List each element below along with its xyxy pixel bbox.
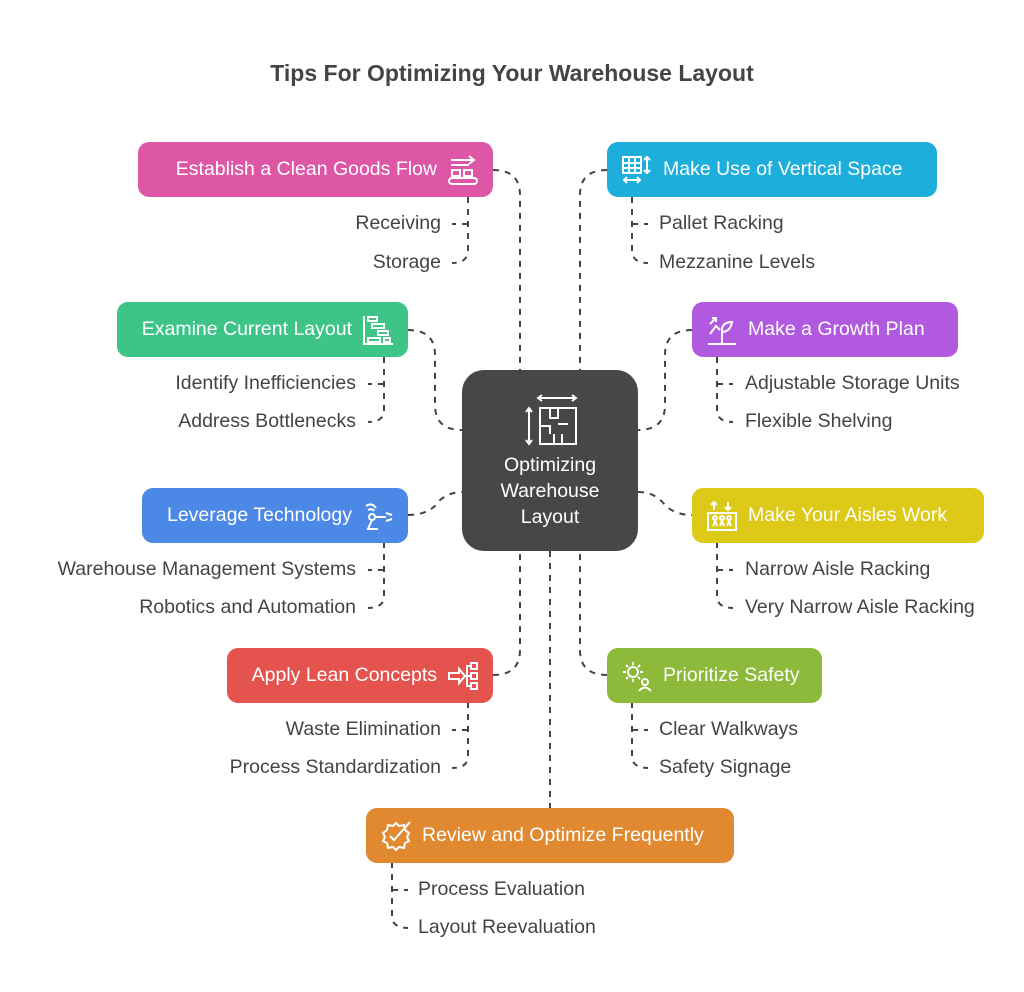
branch-label: Make Use of Vertical Space — [663, 158, 903, 180]
child-pallet-racking: Pallet Racking — [659, 212, 784, 234]
vertical-grid-icon — [622, 155, 651, 184]
lean-flow-icon — [448, 661, 478, 690]
conveyor-icon — [448, 154, 478, 185]
child-very-narrow-aisle: Very Narrow Aisle Racking — [745, 596, 975, 618]
connector-aisles — [637, 491, 693, 516]
child-safety-signage: Safety Signage — [659, 756, 792, 778]
warehouse-layout-icon — [525, 394, 578, 446]
branch-label: Make Your Aisles Work — [748, 504, 948, 526]
child-process-evaluation: Process Evaluation — [418, 878, 585, 900]
robot-arm-icon — [365, 502, 393, 530]
child-narrow-aisle: Narrow Aisle Racking — [745, 558, 931, 580]
child-process-standardization: Process Standardization — [229, 756, 441, 778]
branch-prioritize-safety: Prioritize Safety — [607, 648, 822, 703]
branch-lean-concepts: Apply Lean Concepts — [227, 648, 493, 703]
branch-label: Review and Optimize Frequently — [422, 824, 704, 846]
connector-growth — [637, 329, 693, 431]
center-line-3: Layout — [520, 506, 580, 528]
connector-vertical-space — [579, 169, 608, 370]
growth-plant-icon — [708, 316, 736, 345]
diagram-title: Tips For Optimizing Your Warehouse Layou… — [270, 60, 754, 86]
branch-goods-flow: Establish a Clean Goods Flow — [138, 142, 493, 197]
child-receiving: Receiving — [355, 212, 441, 234]
branch-label: Establish a Clean Goods Flow — [175, 158, 437, 180]
child-robotics: Robotics and Automation — [139, 596, 356, 618]
child-flexible-shelving: Flexible Shelving — [745, 410, 893, 432]
center-line-1: Optimizing — [503, 454, 597, 476]
connector-lean — [492, 551, 521, 676]
connector-examine — [407, 329, 463, 431]
branch-label: Leverage Technology — [166, 504, 352, 526]
branch-aisles-work: Make Your Aisles Work — [692, 488, 984, 543]
aisles-icon — [707, 500, 737, 531]
child-layout-reevaluation: Layout Reevaluation — [418, 916, 596, 938]
connector-technology — [407, 491, 463, 516]
review-check-icon — [381, 820, 411, 851]
branch-review-optimize: Review and Optimize Frequently — [366, 808, 734, 863]
safety-gear-icon — [623, 661, 652, 692]
child-mezzanine-levels: Mezzanine Levels — [659, 251, 816, 273]
branch-vertical-space: Make Use of Vertical Space — [607, 142, 937, 197]
branch-label: Examine Current Layout — [141, 318, 352, 340]
connector-goods-flow — [492, 169, 521, 370]
branch-label: Prioritize Safety — [663, 664, 800, 686]
branch-growth-plan: Make a Growth Plan — [692, 302, 958, 357]
connector-safety — [579, 551, 608, 676]
branch-leverage-technology: Leverage Technology — [142, 488, 408, 543]
gantt-chart-icon — [363, 315, 393, 345]
branch-label: Apply Lean Concepts — [251, 664, 437, 686]
center-line-2: Warehouse — [500, 480, 600, 502]
child-storage: Storage — [372, 251, 441, 273]
central-topic: Optimizing Warehouse Layout — [462, 370, 638, 551]
branch-label: Make a Growth Plan — [748, 318, 925, 340]
child-identify-inefficiencies: Identify Inefficiencies — [175, 372, 356, 394]
branch-examine-layout: Examine Current Layout — [117, 302, 408, 357]
child-wms: Warehouse Management Systems — [57, 558, 356, 580]
child-adjustable-storage: Adjustable Storage Units — [745, 372, 960, 394]
child-waste-elimination: Waste Elimination — [285, 718, 441, 740]
child-clear-walkways: Clear Walkways — [659, 718, 799, 740]
child-address-bottlenecks: Address Bottlenecks — [178, 410, 356, 432]
